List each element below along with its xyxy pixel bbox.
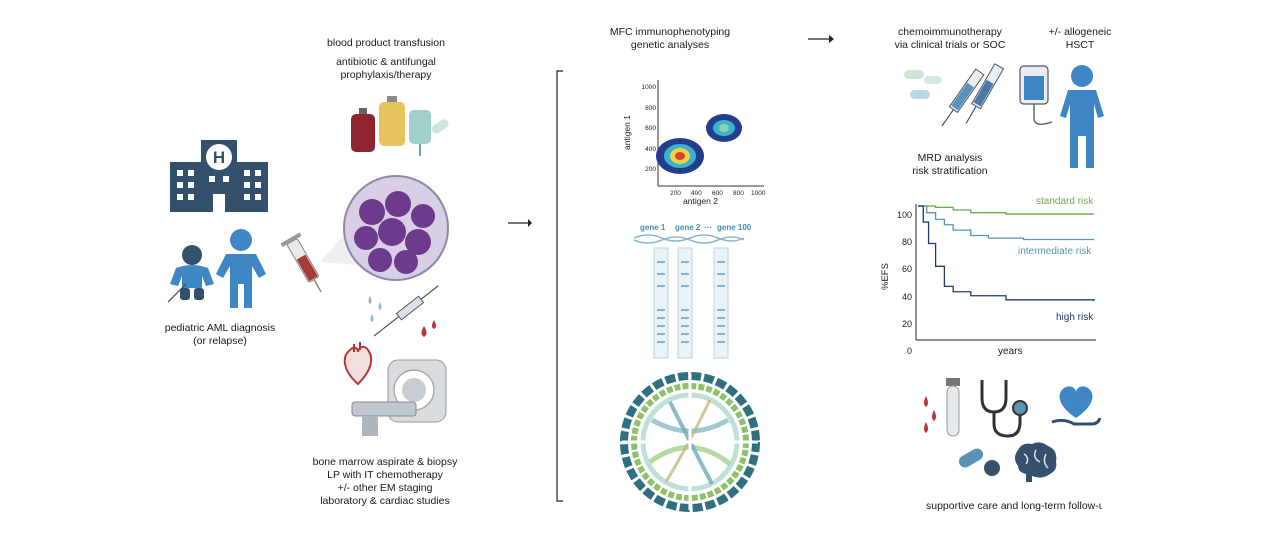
flow-ytick-200: 200 [645, 166, 656, 173]
heart-organ-icon [343, 342, 373, 386]
series-label-high: high risk [1056, 312, 1094, 323]
series-label-intermediate: intermediate risk [1018, 246, 1092, 257]
flow-xtick-800: 800 [733, 190, 744, 197]
circos-plot [620, 372, 760, 512]
flow-ylabel: antigen 1 [622, 115, 632, 150]
flow-xtick-200: 200 [670, 190, 681, 197]
brain-icon [1015, 442, 1057, 482]
chemo-syringes-icon [904, 63, 1005, 127]
procedures-line3: +/- other EM staging [337, 482, 433, 494]
syringe-blood-icon [280, 232, 322, 293]
blood-tube-icon [924, 378, 960, 437]
flow-xtick-600: 600 [712, 190, 723, 197]
chemo-label-line1: chemoimmunotherapy [898, 26, 1002, 38]
efs-ylabel: %EFS [880, 263, 891, 290]
efs-xlabel: years [998, 346, 1023, 357]
chemo-label-line2: via clinical trials or SOC [894, 39, 1006, 51]
series-label-standard: standard risk [1036, 196, 1094, 207]
hsct-transfusion-icon [1019, 65, 1104, 168]
gene-strips-icon [633, 234, 745, 359]
mrd-label-line2: risk stratification [912, 165, 988, 177]
arrow-to-analysis [508, 219, 532, 227]
diagnosis-label-line2: (or relapse) [193, 335, 247, 347]
transfusion-label: blood product transfusion [327, 37, 445, 49]
mri-scanner-icon [351, 359, 447, 436]
blood-bags-icon [351, 96, 449, 156]
efs-series-line-0 [918, 205, 1094, 215]
arrow-to-therapy [808, 35, 834, 43]
efs-ytick-40: 40 [901, 291, 912, 302]
hsct-label-line1: +/- allogeneic [1048, 26, 1112, 38]
marrow-cells-zoom [320, 175, 449, 281]
gene-label-100: gene 100 [717, 223, 752, 232]
efs-series-line-2 [918, 205, 1095, 302]
efs-ytick-0: 0 [906, 346, 912, 357]
efs-ytick-20: 20 [901, 318, 912, 329]
flow-xlabel: antigen 2 [683, 196, 718, 206]
flow-xtick-1000: 1000 [751, 190, 766, 197]
flow-cytometry-plot [656, 80, 764, 187]
efs-chart [915, 204, 1096, 341]
prophylaxis-label-line1: antibiotic & antifungal [336, 56, 436, 68]
child-icon [216, 229, 266, 308]
diagnosis-label-line1: pediatric AML diagnosis [164, 322, 276, 334]
gene-ellipsis: ··· [704, 223, 712, 232]
procedures-line2: LP with IT chemotherapy [327, 469, 443, 481]
flow-ytick-400: 400 [645, 145, 656, 153]
procedures-line1: bone marrow aspirate & biopsy [312, 456, 458, 468]
stethoscope-icon [980, 380, 1028, 438]
baby-icon [167, 245, 214, 303]
procedures-line4: laboratory & cardiac studies [320, 495, 450, 507]
mrd-label-line1: MRD analysis [917, 152, 983, 164]
flow-ytick-1000: 1000 [641, 84, 656, 91]
svg-text:H: H [213, 148, 225, 167]
hsct-label-line2: HSCT [1065, 39, 1095, 51]
heart-hand-icon [1051, 386, 1102, 426]
efs-ytick-80: 80 [901, 237, 912, 248]
efs-series-line-1 [918, 205, 1094, 241]
analysis-title-line2: genetic analyses [630, 39, 710, 51]
gene-label-1: gene 1 [640, 223, 666, 232]
efs-ytick-100: 100 [896, 210, 912, 220]
hospital-icon: H [170, 140, 268, 212]
flow-ytick-800: 800 [645, 104, 656, 112]
efs-ytick-60: 60 [901, 264, 912, 275]
flow-xtick-400: 400 [691, 190, 702, 197]
gene-label-2: gene 2 [675, 223, 701, 232]
flow-ytick-600: 600 [645, 125, 656, 132]
supportive-care-label: supportive care and long-term follow-u [926, 500, 1102, 512]
lp-needle-icon [368, 285, 439, 337]
analysis-bracket [556, 70, 563, 502]
analysis-title-line1: MFC immunophenotyping [609, 26, 731, 38]
pills-icon [958, 448, 1000, 476]
prophylaxis-label-line2: prophylaxis/therapy [340, 69, 432, 81]
